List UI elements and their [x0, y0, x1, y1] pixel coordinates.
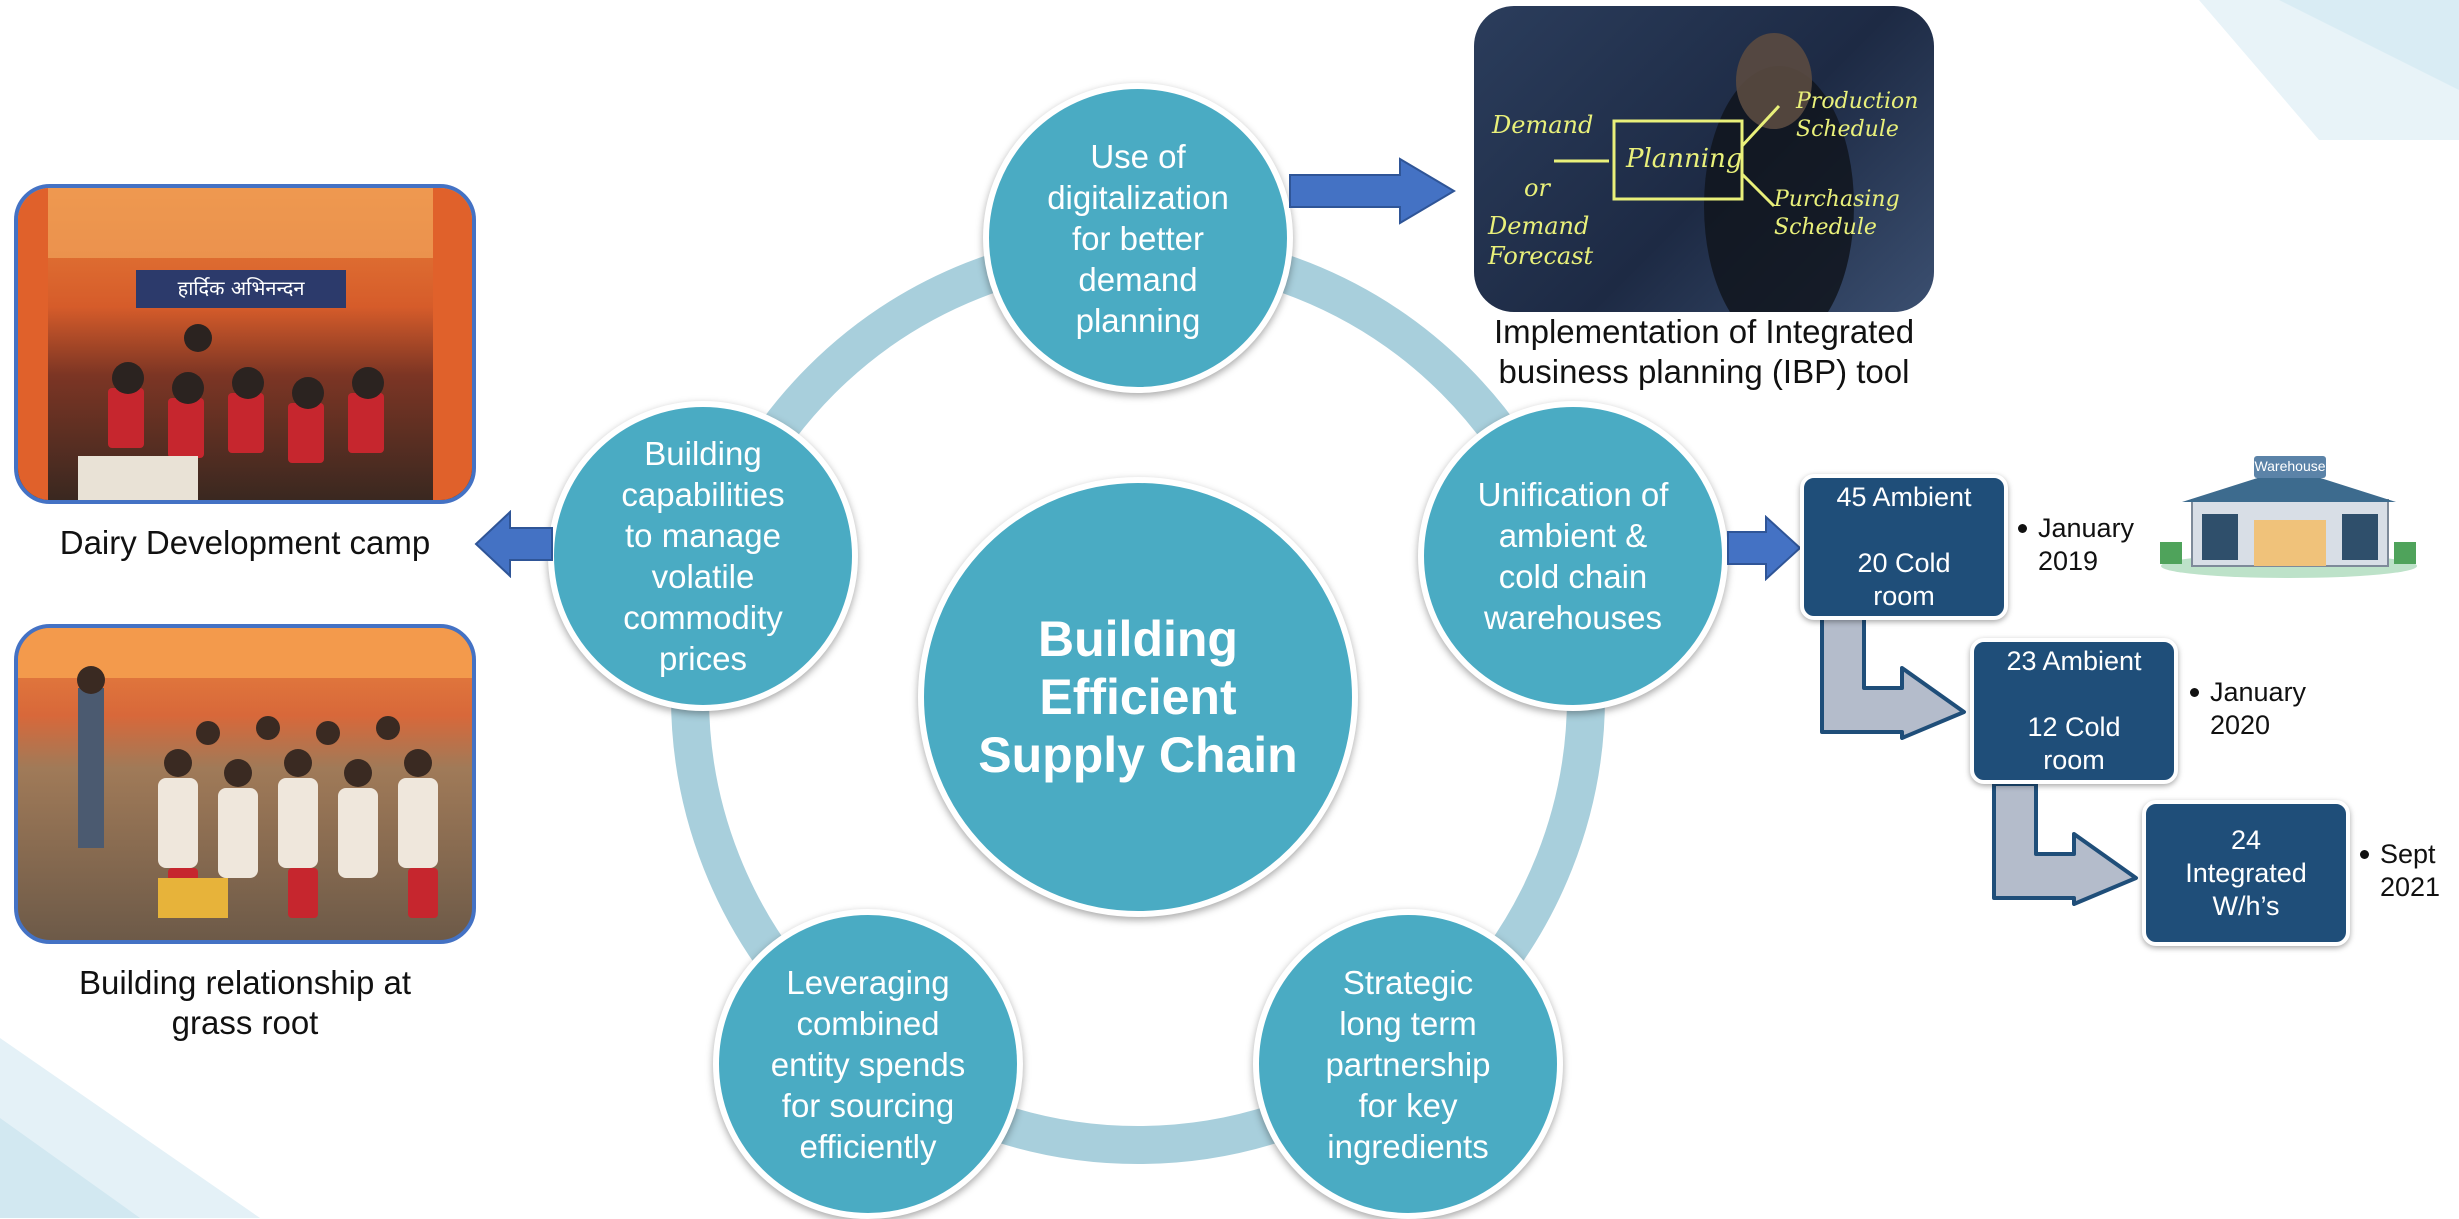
timeline-bent-arrow — [1820, 616, 1966, 740]
arrow-left-to-photos — [474, 510, 553, 578]
bullet-dot — [2190, 688, 2199, 697]
warehouse-date-2019: January 2019 — [2038, 513, 2135, 576]
ibp-caption: Implementation of Integrated business pl… — [1493, 313, 1915, 390]
warehouse-step-2019-text: 45 Ambient 20 Cold room — [1836, 482, 1972, 611]
timeline-bent-arrow — [1992, 782, 2138, 906]
board-text-purchasing: Purchasing Schedule — [1774, 187, 1900, 240]
grassroot-caption: Building relationship at grass root — [78, 964, 412, 1041]
warehouse-date-2020: January 2020 — [2210, 677, 2307, 740]
warehouse-icon-label: Warehouse — [2254, 458, 2326, 474]
warehouse-step-2021-text: 24 Integrated W/h’s — [2185, 824, 2307, 921]
warehouse-date-2021: Sept 2021 — [2380, 839, 2441, 902]
board-text-planning: Planning — [1626, 144, 1743, 174]
arrow-right-to-ibp — [1289, 157, 1456, 225]
board-text-demand: Demand — [1492, 111, 1594, 139]
node-commodity-capabilities: Building capabilities to manage volatile… — [548, 401, 858, 711]
dairy-camp-photo: हार्दिक अभिनन्दन — [14, 184, 476, 504]
board-text-production: Production Schedule — [1796, 89, 1919, 142]
warehouse-step-2019: 45 Ambient 20 Cold room — [1800, 474, 2008, 620]
board-text-demand-forecast: Demand Forecast — [1488, 212, 1594, 270]
node-combined-spends: Leveraging combined entity spends for so… — [713, 909, 1023, 1219]
bullet-dot — [2360, 850, 2369, 859]
warehouse-step-2020-text: 23 Ambient 12 Cold room — [2006, 646, 2142, 775]
warehouse-step-2020: 23 Ambient 12 Cold room — [1970, 638, 2178, 784]
corner-decoration — [2199, 0, 2459, 140]
center-title: Building Efficient Supply Chain — [918, 477, 1358, 917]
warehouse-icon — [2160, 456, 2417, 578]
ibp-planning-image: Demand or Demand Forecast Planning Produ… — [1474, 6, 1934, 312]
dairy-camp-caption: Dairy Development camp — [59, 524, 431, 561]
warehouse-step-2021: 24 Integrated W/h’s — [2142, 800, 2350, 946]
node-warehouse-unification: Unification of ambient & cold chain ware… — [1418, 401, 1728, 711]
node-strategic-partnership: Strategic long term partnership for key … — [1253, 909, 1563, 1219]
grassroot-photo — [14, 624, 476, 944]
camp-banner-text: हार्दिक अभिनन्दन — [177, 276, 305, 300]
arrow-right-to-warehouses — [1727, 515, 1802, 581]
bullet-dot — [2018, 524, 2027, 533]
corner-decoration — [0, 1038, 260, 1218]
node-digitalization: Use of digitalization for better demand … — [983, 83, 1293, 393]
board-text-or: or — [1524, 174, 1550, 202]
